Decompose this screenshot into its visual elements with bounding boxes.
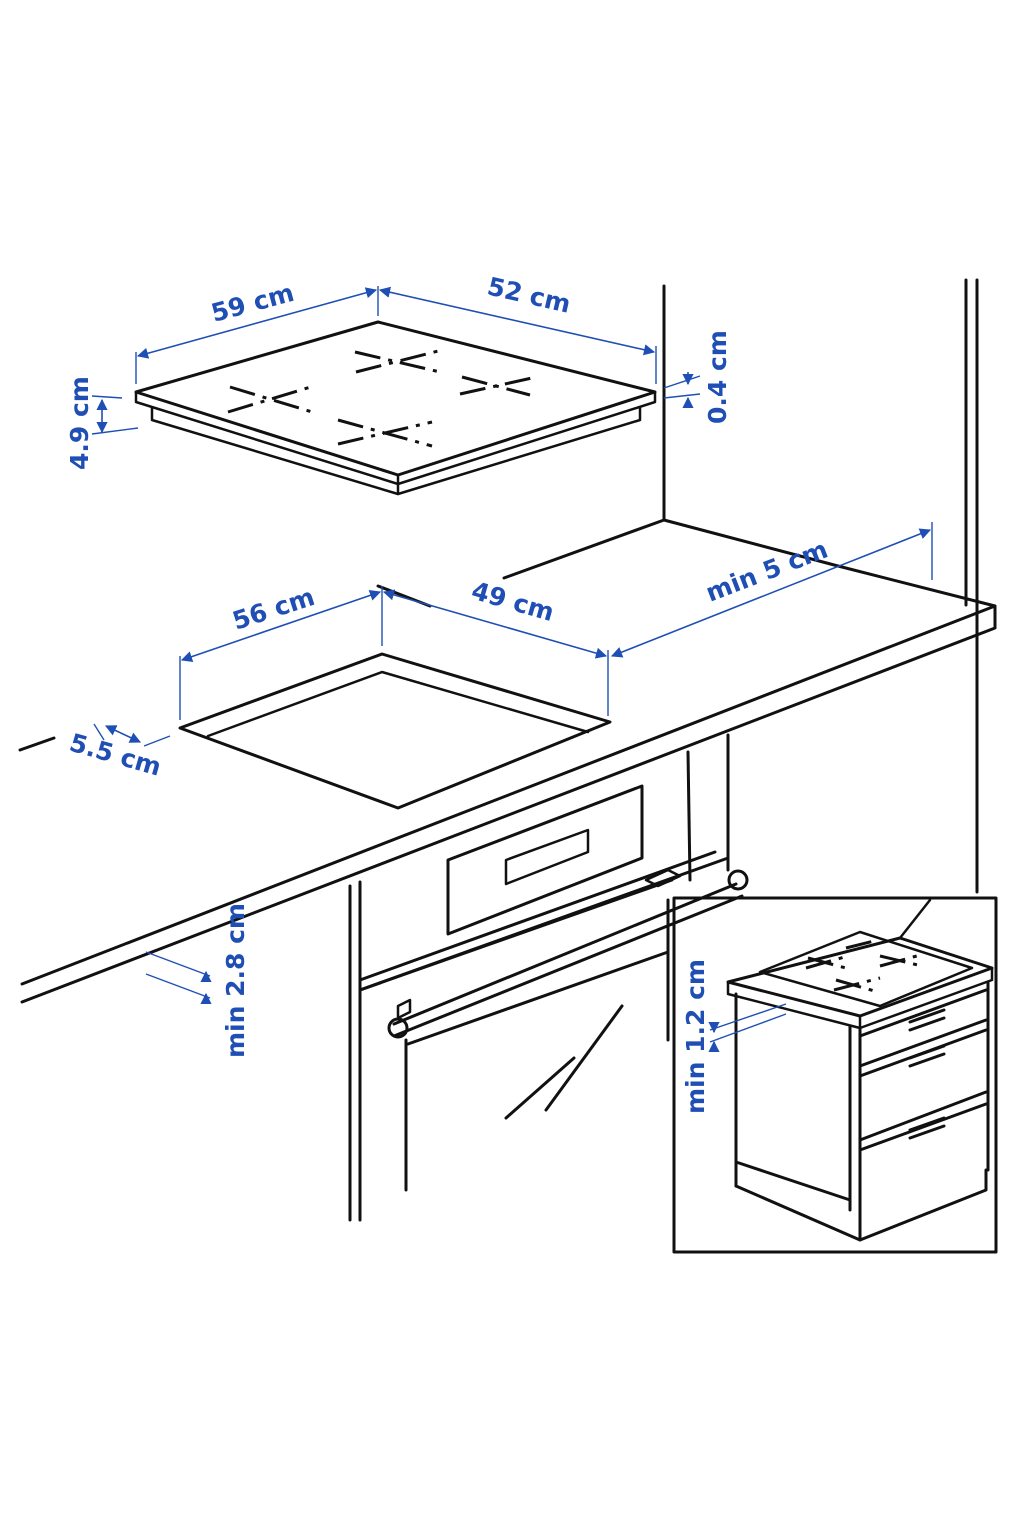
label-hob-depth: 52 cm <box>485 272 574 319</box>
inset-drawer-cabinet <box>672 896 998 1254</box>
zone-left <box>227 384 315 414</box>
zone-back <box>354 348 443 374</box>
oven-drawing <box>348 733 749 1222</box>
label-hob-height: 4.9 cm <box>65 376 94 470</box>
dimensions <box>91 286 933 1053</box>
label-cutout-width: 56 cm <box>229 582 318 636</box>
hob-drawing <box>134 320 657 496</box>
label-drawer-gap: min 1.2 cm <box>681 959 710 1114</box>
zone-right <box>459 375 533 397</box>
label-hob-width: 59 cm <box>208 278 297 328</box>
label-hob-top-thickness: 0.4 cm <box>703 330 732 424</box>
zone-front <box>337 418 433 448</box>
label-oven-gap: min 2.8 cm <box>221 903 250 1058</box>
label-wall-clearance: min 5 cm <box>702 535 832 608</box>
label-front-clearance: 5.5 cm <box>66 728 164 782</box>
